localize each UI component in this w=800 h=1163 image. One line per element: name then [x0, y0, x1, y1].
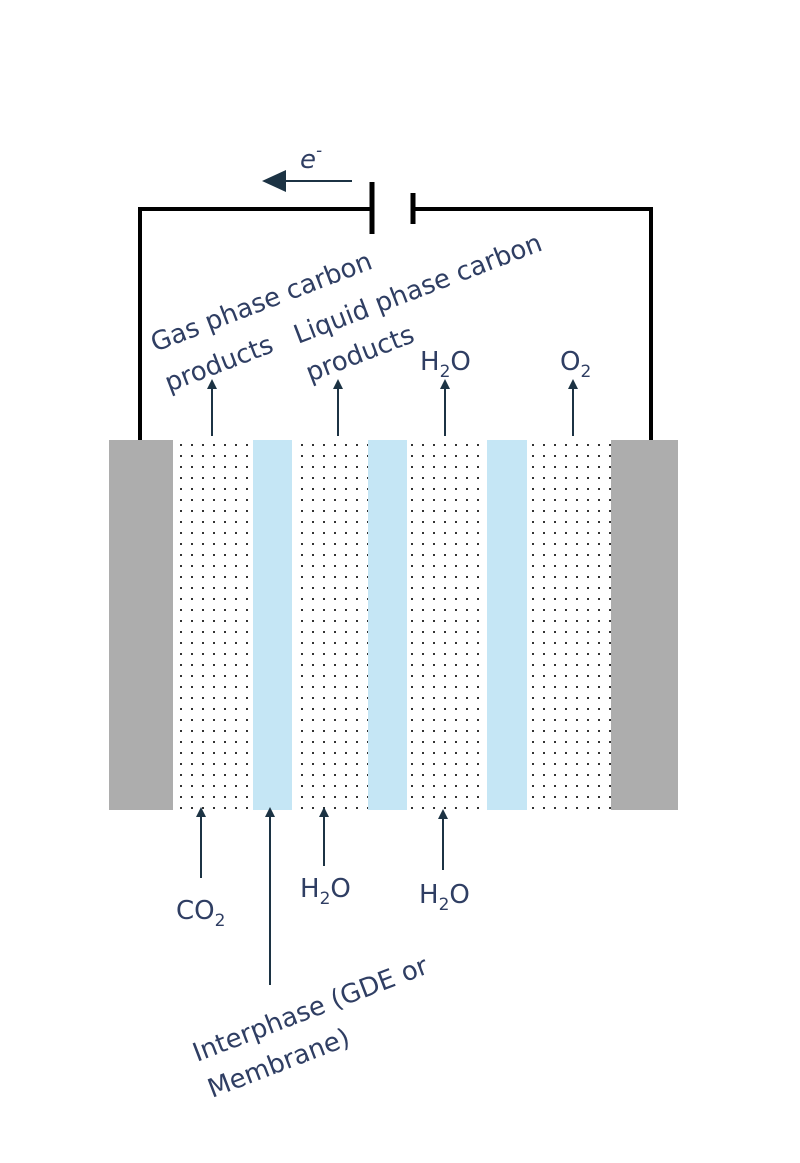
interphase-layer-3 [487, 440, 527, 810]
co2-in-label: CO2 [176, 896, 225, 931]
water-in-label-2: H2O [419, 880, 470, 915]
circuit-wire-left [138, 207, 372, 440]
anode-electrode [611, 440, 678, 810]
oxygen-out-label: O2 [560, 347, 591, 382]
input-arrows [196, 807, 448, 985]
electron-flow: e- [262, 141, 352, 192]
liquid-catholyte-layer [292, 440, 368, 810]
electron-label: e- [300, 141, 322, 175]
circuit-wire-right [413, 207, 653, 440]
cathode-electrode [109, 440, 173, 810]
water-out-label: H2O [420, 347, 471, 382]
output-arrows [207, 379, 578, 436]
anolyte-layer [527, 440, 611, 810]
cell-stack [109, 440, 678, 810]
water-layer [407, 440, 487, 810]
interphase-layer-1 [253, 440, 292, 810]
electron-arrow-head [262, 170, 286, 192]
gas-phase-layer [173, 440, 253, 810]
water-in-label-1: H2O [300, 874, 351, 909]
external-circuit [138, 182, 653, 440]
interphase-layer-2 [368, 440, 407, 810]
